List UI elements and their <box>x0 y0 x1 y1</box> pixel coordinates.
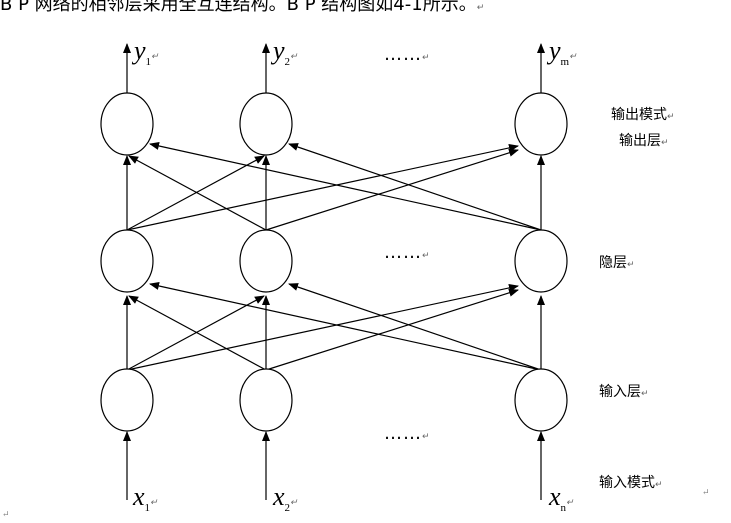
output-y2: y2↵ <box>273 36 298 69</box>
conn-h2-om <box>265 148 519 231</box>
ellipsis-output: ……↵ <box>384 44 431 65</box>
output-node-1 <box>100 92 154 156</box>
input-x2: x2↵ <box>273 482 298 515</box>
input-xn: xn↵ <box>549 482 574 515</box>
input-mode-label: 输入模式↵ <box>599 475 663 491</box>
hidden-layer-label: 隐层↵ <box>599 255 635 271</box>
output-node-m <box>514 92 568 156</box>
conn-i1-h2 <box>126 295 265 371</box>
header-text: B P 网络的相邻层采用全互连结构。B P 结构图如4-1所示。↵ <box>0 0 485 15</box>
input-node-n <box>514 368 568 432</box>
conn-h1-om <box>126 143 519 231</box>
input-node-2 <box>239 368 293 432</box>
hidden-node-m <box>514 229 568 293</box>
input-layer-label: 输入层↵ <box>599 384 649 400</box>
ellipsis-hidden: ……↵ <box>384 242 431 263</box>
conn-hm-o2 <box>288 143 542 231</box>
conn-i2-hm <box>265 288 519 371</box>
output-y1: y1↵ <box>134 36 159 69</box>
trailing-return-mark: ↵ <box>702 488 710 498</box>
output-mode-label: 输出模式↵ <box>611 107 675 123</box>
output-node-2 <box>239 92 293 156</box>
conn-in-h1 <box>149 282 542 371</box>
input-x1: x1↵ <box>133 482 158 515</box>
input-node-1 <box>100 368 154 432</box>
ellipsis-input: ……↵ <box>384 423 431 444</box>
conn-i1-hm <box>126 283 519 371</box>
output-layer-label: 输出层↵ <box>619 133 669 149</box>
conn-h2-o1 <box>128 155 267 231</box>
conn-i2-h1 <box>128 295 267 371</box>
output-ym: ym↵ <box>549 36 577 69</box>
conn-h1-o2 <box>126 155 265 231</box>
hidden-node-2 <box>239 229 293 293</box>
conn-hm-o1 <box>149 142 542 231</box>
hidden-node-1 <box>100 229 154 293</box>
conn-in-h2 <box>288 283 542 371</box>
left-return-mark: ↵ <box>2 510 10 520</box>
